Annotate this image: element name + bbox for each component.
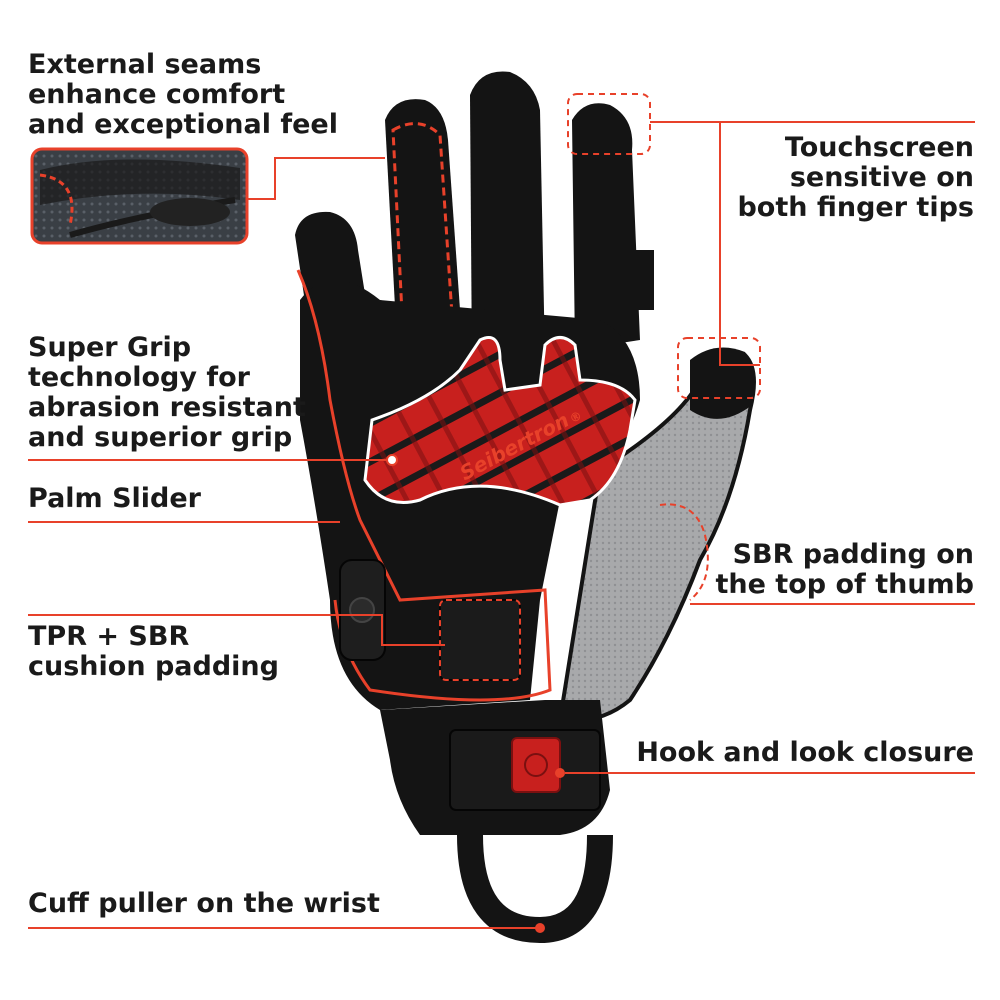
callout-line-1: Hook and look closure xyxy=(636,737,974,768)
callout-external-seams: External seams enhance comfort and excep… xyxy=(28,50,338,140)
callout-line-4: and superior grip xyxy=(28,422,293,453)
callout-line-1: SBR padding on xyxy=(732,539,974,570)
callout-cuff-puller: Cuff puller on the wrist xyxy=(28,889,380,919)
callout-line-3: abrasion resistant xyxy=(28,392,306,423)
callout-line-2: cushion padding xyxy=(28,651,279,682)
callout-line-1: Super Grip xyxy=(28,332,192,363)
callout-line-3: both finger tips xyxy=(737,192,974,223)
callout-line-1: Touchscreen xyxy=(784,132,974,163)
callout-lines xyxy=(28,93,975,929)
callout-line-3: and exceptional feel xyxy=(28,109,338,140)
callout-line-2: the top of thumb xyxy=(715,569,974,600)
callout-touchscreen: Touchscreen sensitive on both finger tip… xyxy=(737,133,974,223)
callout-palm-slider: Palm Slider xyxy=(28,484,201,514)
callout-line-2: enhance comfort xyxy=(28,79,286,110)
callout-line-1: Cuff puller on the wrist xyxy=(28,888,380,919)
callout-line-2: sensitive on xyxy=(789,162,974,193)
seam-closeup-inset xyxy=(30,147,249,245)
glove: Seibertron® xyxy=(295,71,756,944)
callout-line-1: External seams xyxy=(28,49,262,80)
callout-sbr-padding: SBR padding on the top of thumb xyxy=(715,540,974,600)
callout-line-2: technology for xyxy=(28,362,250,393)
callout-tpr-sbr: TPR + SBR cushion padding xyxy=(28,622,279,682)
callout-dots xyxy=(386,454,565,933)
callout-hook-closure: Hook and look closure xyxy=(636,738,974,768)
callout-super-grip: Super Grip technology for abrasion resis… xyxy=(28,333,306,453)
callout-line-1: Palm Slider xyxy=(28,483,201,514)
callout-line-1: TPR + SBR xyxy=(28,621,190,652)
